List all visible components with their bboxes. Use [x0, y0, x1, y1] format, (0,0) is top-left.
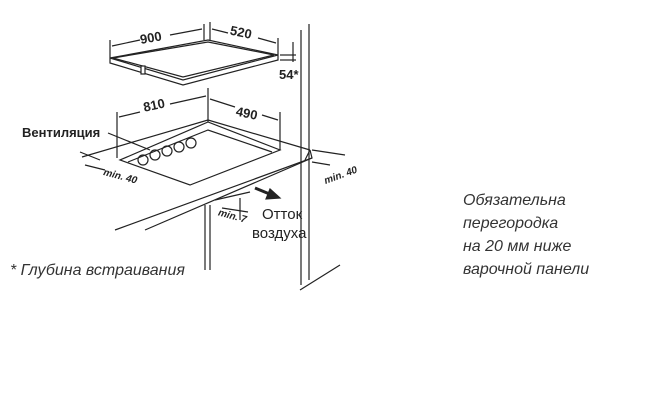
right-clearance-label: min. 40 [323, 165, 360, 187]
bottom-gap-label: min. 7 [217, 208, 248, 226]
cutout-depth-label: 490 [235, 104, 259, 123]
left-clearance-label: min. 40 [102, 167, 139, 187]
note-line: перегородка [463, 215, 559, 232]
air-outflow-arrow-icon [254, 186, 282, 200]
cabinet-partition [204, 191, 251, 270]
hob-width-label: 900 [139, 28, 163, 47]
note-line: на 20 мм ниже [463, 238, 572, 255]
ventilation-label: Вентиляция [22, 125, 100, 140]
clearance-lines [79, 149, 346, 171]
note-line: Обязательна [463, 192, 566, 209]
hob-depth-label: 520 [229, 23, 253, 42]
air-outflow-label-2: воздуха [252, 225, 307, 242]
countertop [81, 119, 313, 231]
footnote: * Глубина встраивания [10, 262, 185, 279]
hob-dimension-lines [109, 22, 296, 62]
ventilation-leader [107, 132, 151, 151]
ventilation-holes [137, 137, 197, 166]
cutout-dimension-lines [116, 88, 281, 158]
hob [109, 39, 279, 86]
cutout [118, 121, 282, 186]
embed-depth-label: 54* [279, 67, 299, 82]
air-outflow-label-1: Отток [262, 206, 303, 223]
cutout-width-label: 810 [142, 96, 166, 115]
partition-note: Обязательна перегородка на 20 мм ниже ва… [463, 189, 589, 281]
note-line: варочной панели [463, 261, 590, 278]
